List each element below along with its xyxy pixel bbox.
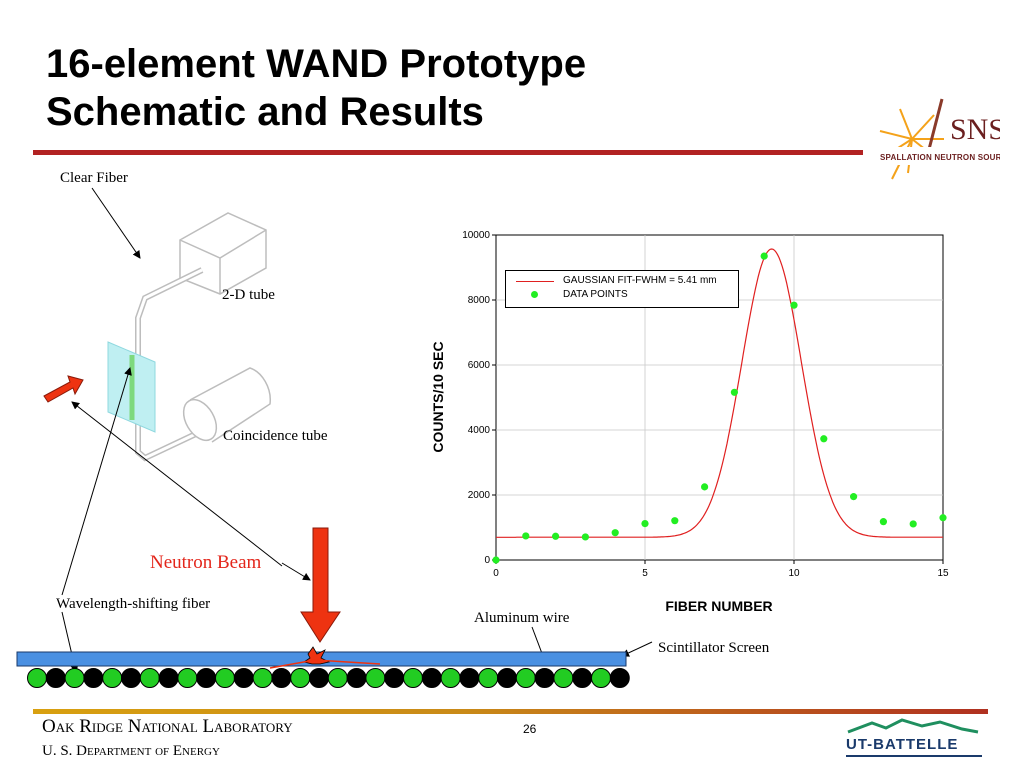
tube-2d-drawing (179, 212, 267, 295)
fiber-wavelength (591, 668, 611, 688)
fiber-clear (271, 668, 292, 688)
x-tick-label: 10 (788, 568, 800, 579)
data-point (760, 252, 768, 260)
wand-schematic (16, 187, 653, 688)
data-point (522, 532, 530, 540)
legend-points-swatch (531, 291, 538, 298)
fiber-clear (572, 668, 593, 688)
fiber-wavelength (440, 668, 461, 688)
legend-item-points: DATA POINTS (506, 289, 738, 301)
label-aluminum-wire: Aluminum wire (474, 610, 570, 626)
data-point (641, 520, 649, 528)
fiber-clear (83, 668, 104, 688)
data-point (820, 435, 828, 443)
neutron-beam-small-arrow (43, 375, 84, 403)
data-point (492, 556, 500, 564)
x-tick-label: 0 (493, 568, 499, 579)
data-point (701, 483, 709, 491)
fiber-wavelength (478, 668, 499, 688)
fiber-wavelength (27, 668, 47, 688)
slide-title: 16-element WAND Prototype Schematic and … (46, 40, 586, 136)
fiber-clear (121, 668, 141, 688)
fiber-clear (534, 668, 555, 688)
label-2d-tube: 2-D tube (222, 287, 275, 303)
data-point (611, 529, 619, 537)
label-neutron-beam: Neutron Beam (150, 552, 262, 573)
data-point (671, 517, 679, 525)
svg-text:SNS: SNS (950, 113, 1000, 146)
label-coincidence-tube: Coincidence tube (223, 428, 328, 444)
coincidence-tube-drawing (182, 367, 271, 443)
chart-y-axis-title: COUNTS/10 SEC (430, 341, 446, 453)
data-point (879, 518, 887, 526)
chart-x-axis-title: FIBER NUMBER (665, 598, 773, 614)
data-point (730, 388, 738, 396)
fiber-wavelength (365, 668, 386, 688)
title-rule (33, 150, 863, 155)
fiber-clear (346, 668, 367, 688)
fiber-clear (309, 668, 329, 688)
data-point (850, 493, 858, 501)
fiber-wavelength (327, 668, 348, 688)
footer-org-line2: U. S. Department of Energy (42, 743, 220, 759)
fiber-clear (196, 668, 217, 688)
fiber-clear (158, 668, 179, 688)
fiber-clear (609, 668, 630, 688)
legend-points-label: DATA POINTS (563, 289, 628, 300)
legend-fit-label: GAUSSIAN FIT-FWHM = 5.41 mm (563, 275, 717, 286)
title-line-2: Schematic and Results (46, 90, 484, 134)
fiber-wavelength (290, 668, 311, 688)
page-number: 26 (523, 722, 537, 736)
fiber-wavelength (177, 668, 198, 688)
gaussian-fit-line (496, 248, 943, 538)
legend-item-fit: GAUSSIAN FIT-FWHM = 5.41 mm (506, 275, 738, 287)
fiber-wavelength (515, 668, 536, 688)
fiber-clear (459, 668, 480, 688)
fiber-clear (233, 668, 254, 688)
sns-logo-subtitle: SPALLATION NEUTRON SOURCE (880, 153, 1000, 162)
ut-battelle-logo-text: UT-BATTELLE (846, 736, 959, 753)
fiber-clear (421, 668, 442, 688)
legend-fit-swatch (516, 281, 554, 282)
data-point (790, 301, 798, 309)
fiber-wavelength (403, 668, 423, 688)
fiber-clear (45, 668, 66, 688)
y-tick-label: 10000 (462, 230, 490, 241)
title-line-1: 16-element WAND Prototype (46, 42, 587, 86)
label-wavelength-fiber: Wavelength-shifting fiber (56, 596, 211, 612)
y-tick-label: 2000 (468, 490, 491, 501)
data-point (909, 520, 917, 528)
ut-battelle-logo (846, 718, 982, 757)
fiber-wavelength (102, 668, 123, 688)
data-point (552, 532, 560, 540)
label-clear-fiber: Clear Fiber (60, 170, 128, 186)
sns-logo: SNS SPALLATION NEUTRON SOURCE (878, 98, 1000, 180)
y-tick-label: 8000 (468, 295, 491, 306)
fiber-clear (497, 668, 517, 688)
footer-rule (33, 709, 988, 714)
fiber-clear (384, 668, 405, 688)
fiber-row (27, 668, 630, 688)
y-tick-label: 0 (484, 555, 490, 566)
fiber-wavelength (553, 668, 574, 688)
footer-org-line1: Oak Ridge National Laboratory (42, 716, 293, 737)
fiber-wavelength (139, 668, 160, 688)
fiber-wavelength (64, 668, 85, 688)
data-point (581, 533, 589, 541)
label-scintillator-screen: Scintillator Screen (658, 640, 770, 656)
fiber-wavelength (215, 668, 235, 688)
y-tick-label: 6000 (468, 360, 491, 371)
data-point (939, 514, 947, 522)
x-tick-label: 5 (642, 568, 648, 579)
y-tick-label: 4000 (468, 425, 491, 436)
neutron-beam-arrow (300, 527, 341, 643)
x-tick-label: 15 (937, 568, 949, 579)
fiber-wavelength (252, 668, 273, 688)
chart-legend: GAUSSIAN FIT-FWHM = 5.41 mm DATA POINTS (505, 270, 739, 308)
